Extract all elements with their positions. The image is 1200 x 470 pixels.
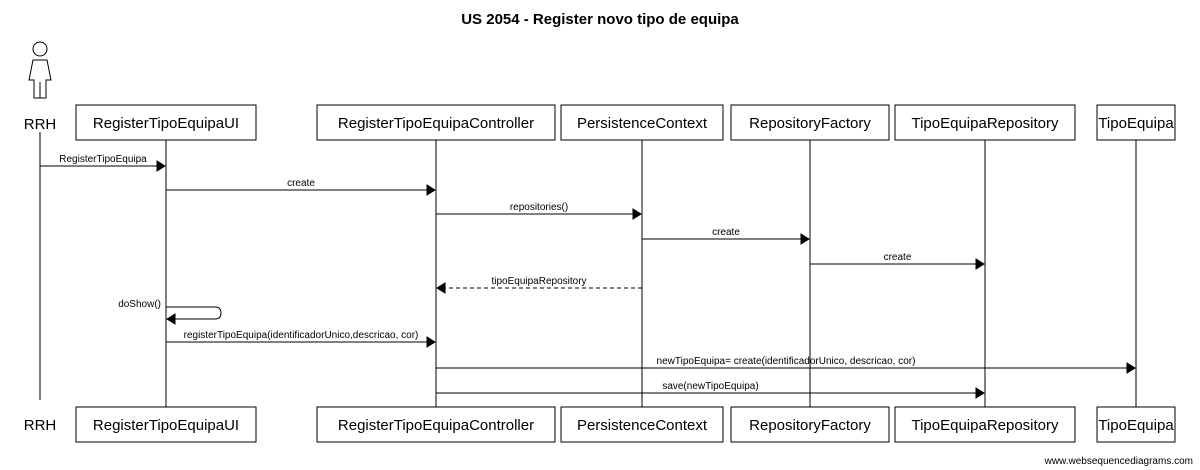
participant-label: TipoEquipaRepository [911,417,1059,434]
participant-rf-top: RepositoryFactory [730,104,890,141]
message-3: repositories() [436,202,642,220]
actor-icon [28,41,52,99]
lifelines [39,132,1137,407]
message-8: registerTipoEquipa(identificadorUnico,de… [166,330,436,348]
message-label: create [884,252,912,263]
messages: RegisterTipoEquipa create repositories() cr… [40,154,1136,399]
message-2: create [166,178,436,196]
participant-label: RegisterTipoEquipaController [338,115,534,132]
participant-repo-bottom: TipoEquipaRepository [894,406,1076,443]
message-label: save(newTipoEquipa) [662,381,758,392]
message-label: repositories() [510,202,568,213]
participant-label: TipoEquipa [1098,417,1174,434]
participant-rf-bottom: RepositoryFactory [730,406,890,443]
message-label: create [712,227,740,238]
participant-ctrl-bottom: RegisterTipoEquipaController [316,406,556,443]
participant-label: TipoEquipa [1098,115,1174,132]
participant-label: RegisterTipoEquipaUI [93,115,239,132]
message-7: doShow() [118,299,222,325]
message-9: newTipoEquipa= create(identificadorUnico… [436,356,1136,374]
participant-label: RepositoryFactory [749,417,871,434]
footer-watermark: www.websequencediagrams.com [1044,456,1193,467]
diagram-title: US 2054 - Register novo tipo de equipa [461,11,739,28]
participant-ctrl-top: RegisterTipoEquipaController [316,104,556,141]
participant-label: PersistenceContext [577,417,708,434]
message-label: registerTipoEquipa(identificadorUnico,de… [184,330,419,341]
message-5: create [810,252,985,270]
participant-ui-bottom: RegisterTipoEquipaUI [75,406,257,443]
message-label: RegisterTipoEquipa [59,154,147,165]
participant-te-bottom: TipoEquipa [1096,406,1176,443]
message-10: save(newTipoEquipa) [436,381,985,399]
participant-label: PersistenceContext [577,115,708,132]
message-label: doShow() [118,299,161,310]
participant-te-top: TipoEquipa [1096,104,1176,141]
participants-top: RRH RegisterTipoEquipaUI RegisterTipoEquip… [24,41,1176,141]
participant-pc-bottom: PersistenceContext [560,406,724,443]
participant-label: RepositoryFactory [749,115,871,132]
message-4: create [642,227,810,245]
message-6: tipoEquipaRepository [436,276,642,294]
participant-repo-top: TipoEquipaRepository [894,104,1076,141]
participant-label: RegisterTipoEquipaUI [93,417,239,434]
participant-label: RegisterTipoEquipaController [338,417,534,434]
participant-ui-top: RegisterTipoEquipaUI [75,104,257,141]
participants-bottom: RRH RegisterTipoEquipaUI RegisterTipoEquip… [24,406,1176,443]
message-label: create [287,178,315,189]
message-label: tipoEquipaRepository [491,276,586,287]
participant-label: TipoEquipaRepository [911,115,1059,132]
actor-label-bottom: RRH [24,417,57,434]
actor-label-top: RRH [24,116,57,133]
message-label: newTipoEquipa= create(identificadorUnico… [657,356,916,367]
message-1: RegisterTipoEquipa [40,154,166,172]
participant-pc-top: PersistenceContext [560,104,724,141]
